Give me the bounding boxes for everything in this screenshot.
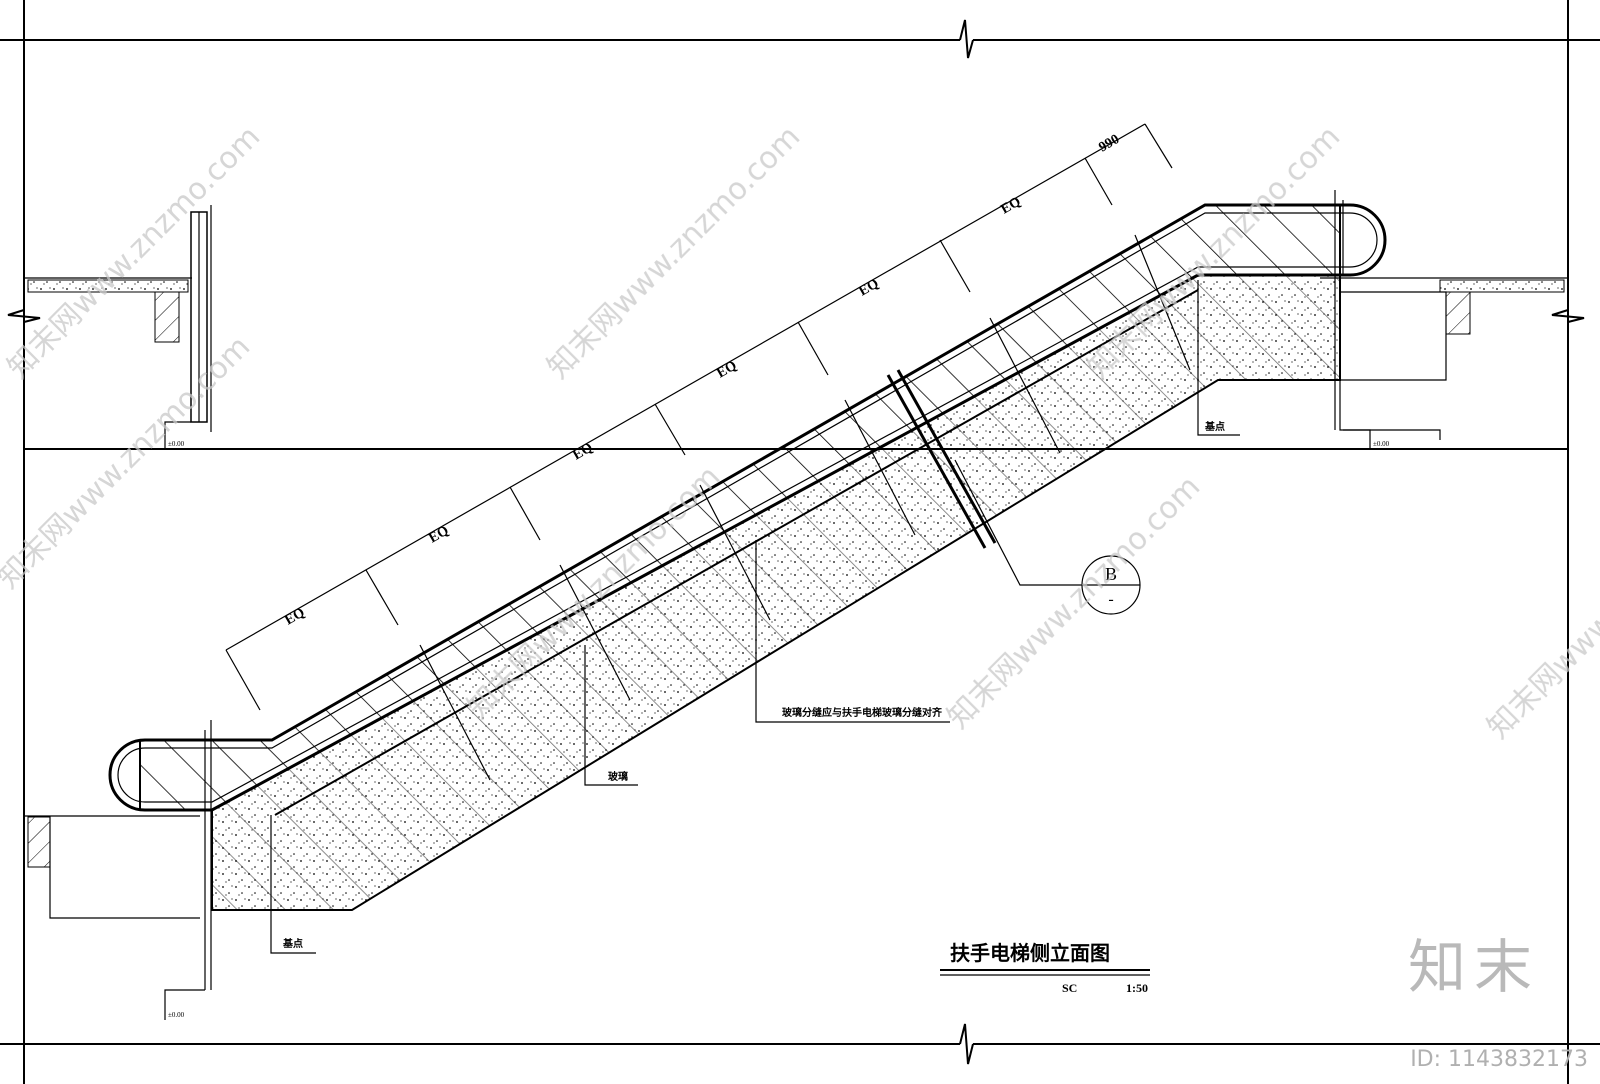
scale-label: SC (1062, 981, 1077, 995)
top-left-wall (164, 205, 212, 449)
site-watermarks: 知末网www.znzmo.com 知末网www.znzmo.com 知末网www… (0, 119, 1600, 745)
section-marker-letter: B (1105, 564, 1117, 584)
level-tag-top-right: ±0.00 (1373, 440, 1390, 448)
dim-eq-2: EQ (427, 523, 452, 546)
dim-eq-6: EQ (999, 194, 1024, 217)
level-tags: ±0.00 ±0.00 ±0.00 (168, 440, 1390, 1019)
note-point-bottom: 基点 (282, 937, 303, 950)
watermark-7: 知末网www.znzmo.com (1481, 479, 1600, 745)
glass-balustrade (108, 203, 1387, 816)
note-point-top: 基点 (1204, 420, 1225, 433)
note-glass: 玻璃 (608, 770, 628, 783)
lower-floor-lines (24, 815, 200, 919)
dim-990: 990 (1097, 132, 1123, 155)
dim-eq-1: EQ (283, 605, 308, 628)
note-glass-joint: 玻璃分缝应与扶手电梯玻璃分缝对齐 (782, 706, 943, 719)
escalator-truss (211, 274, 1341, 911)
top-dimension-line (225, 123, 1173, 711)
section-marker-sub: - (1108, 591, 1113, 608)
level-tag-bottom: ±0.00 (168, 1011, 185, 1019)
scale-value: 1:50 (1126, 981, 1148, 995)
watermark-2: 知末网www.znzmo.com (541, 119, 807, 385)
leader-notes: 玻璃分缝应与扶手电梯玻璃分缝对齐 玻璃 基点 基点 (270, 280, 1240, 954)
level-tag-top-left: ±0.00 (168, 440, 185, 448)
dim-eq-5: EQ (857, 276, 882, 299)
drawing-title: 扶手电梯侧立面图 (950, 941, 1110, 965)
image-id-label: ID: 1143832173 (1410, 1047, 1588, 1072)
upper-floor-lines (24, 277, 1568, 450)
section-cut-b: B - (886, 369, 1141, 615)
dim-eq-3: EQ (571, 440, 596, 463)
brand-watermark: 知末 (1407, 933, 1540, 1001)
dim-eq-4: EQ (715, 358, 740, 381)
title-block: 扶手电梯侧立面图 SC 1:50 (940, 941, 1150, 995)
